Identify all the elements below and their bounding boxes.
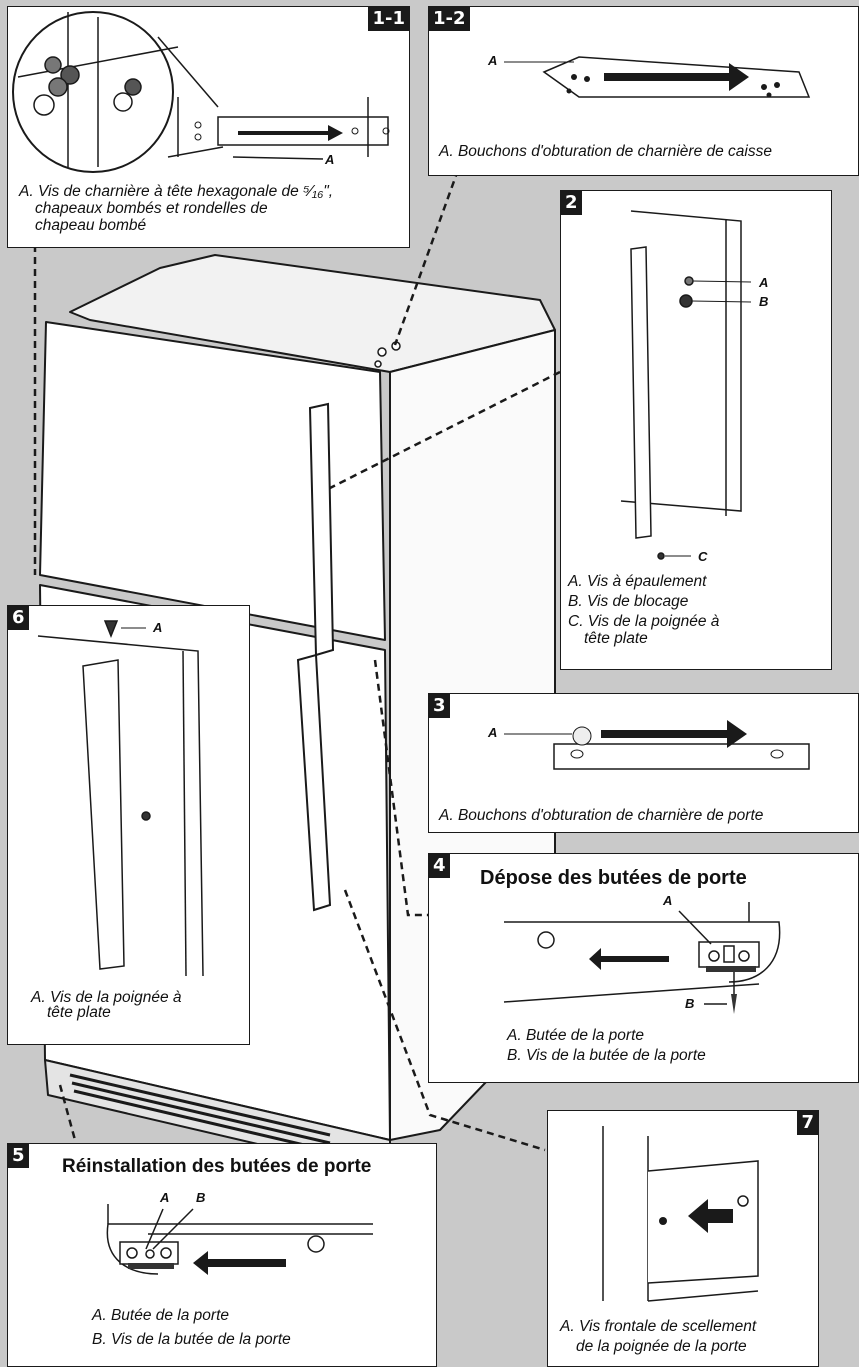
hinge-screws-illustration [12, 11, 390, 173]
caption-line: A. Vis de la poignée à [31, 989, 182, 1006]
label-a: A [488, 53, 498, 68]
caption-1-2: A. Bouchons d'obturation de charnière de… [439, 143, 772, 160]
caption-5: A. Butée de la porte B. Vis de la butée … [92, 1304, 291, 1352]
caption-line: B. Vis de la butée de la porte [92, 1331, 291, 1348]
caption-line: A. Vis à épaulement [568, 573, 707, 590]
panel-2: 2 A B C A. Vis à épaulement B. Vis de bl… [560, 190, 832, 670]
door-stop-removal-illustration [503, 902, 781, 1014]
label-a: A [488, 725, 498, 740]
caption-line: de la poignée de la porte [576, 1338, 747, 1355]
door-top-illustration [504, 720, 810, 770]
panel-5: 5 Réinstallation des butées de porte A B… [7, 1143, 437, 1367]
step-badge-1-2: 1-2 [429, 7, 470, 31]
panel-6: 6 A A. Vis de la poignée à tête plate [7, 605, 250, 1045]
label-b: B [196, 1190, 206, 1205]
label-a: A [663, 893, 673, 908]
caption-line: A. Vis frontale de scellement [560, 1318, 757, 1335]
caption-3: A. Bouchons d'obturation de charnière de… [439, 807, 763, 824]
label-b: B [685, 996, 695, 1011]
caption-line: A. Bouchons d'obturation de charnière de… [439, 143, 772, 160]
step-badge-2: 2 [561, 191, 582, 215]
panel-3: 3 A A. Bouchons d'obturation de charnièr… [428, 693, 859, 833]
step-badge-5: 5 [8, 1144, 29, 1168]
handle-seal-screw-illustration [602, 1126, 759, 1302]
panel-title: Dépose des butées de porte [480, 867, 747, 889]
step-badge-4: 4 [429, 854, 450, 878]
caption-line: chapeau bombé [35, 217, 147, 234]
panel-title: Réinstallation des butées de porte [62, 1156, 372, 1177]
step-badge-6: 6 [8, 606, 29, 630]
caption-line: B. Vis de la butée de la porte [507, 1047, 706, 1064]
panel-7: 7 A. Vis frontale de scellement de la po… [547, 1110, 819, 1367]
caption-line: tête plate [584, 630, 648, 647]
step-badge-7: 7 [797, 1111, 818, 1135]
caption-4: A. Butée de la porte B. Vis de la butée … [507, 1026, 706, 1066]
caption-6: A. Vis de la poignée à tête plate [31, 989, 182, 1020]
label-a: A [153, 620, 163, 635]
caption-2: A. Vis à épaulement B. Vis de blocage C.… [568, 572, 719, 646]
label-c: C [698, 549, 708, 564]
caption-1-1: A. Vis de charnière à tête hexagonale de… [19, 183, 333, 234]
caption-line: chapeaux bombés et rondelles de [35, 200, 268, 217]
caption-line: C. Vis de la poignée à [568, 613, 720, 630]
label-a: A [325, 152, 335, 167]
caption-line: B. Vis de blocage [568, 593, 689, 610]
label-b: B [759, 294, 769, 309]
step-badge-1-1: 1-1 [368, 7, 409, 31]
caption-7: A. Vis frontale de scellement de la poig… [560, 1317, 756, 1357]
step-badge-3: 3 [429, 694, 450, 718]
panel-1-2: 1-2 A A. Bouchons d'obturation de charni… [428, 6, 859, 176]
caption-line: A. Butée de la porte [92, 1307, 230, 1324]
label-a: A [160, 1190, 170, 1205]
freezer-handle-illustration [37, 620, 204, 977]
panel-4: 4 Dépose des butées de porte A B A. Buté… [428, 853, 859, 1083]
caption-line: A. Butée de la porte [507, 1027, 645, 1044]
caption-line: tête plate [47, 1004, 111, 1021]
caption-line: A. Bouchons d'obturation de charnière de… [439, 807, 764, 824]
label-a: A [759, 275, 769, 290]
door-stop-reinstall-illustration [106, 1204, 373, 1275]
caption-line: A. Vis de charnière à tête hexagonale de… [19, 183, 334, 200]
cabinet-top-illustration [504, 56, 811, 98]
panel-1-1: 1-1 A A. Vis de charnière à tête hexagon… [7, 6, 410, 248]
door-handle-illustration [620, 210, 752, 560]
